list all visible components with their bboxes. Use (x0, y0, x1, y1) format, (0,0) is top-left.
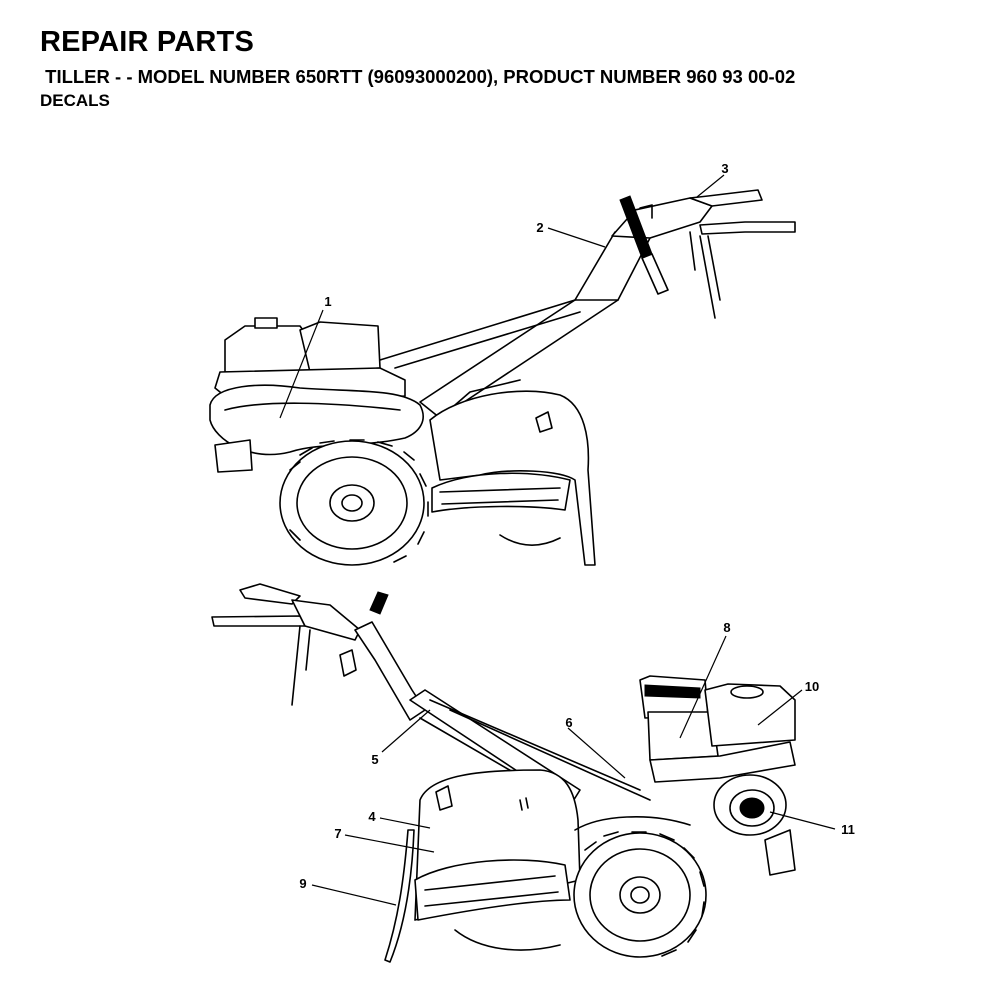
callout-leaders (279, 174, 836, 906)
page-title: REPAIR PARTS (40, 26, 255, 58)
callout-11: 11 (841, 822, 855, 837)
callout-7: 7 (334, 826, 341, 841)
tiller-bottom-view (211, 583, 796, 963)
callout-5: 5 (371, 752, 378, 767)
callout-2: 2 (536, 220, 543, 235)
callout-9: 9 (299, 876, 306, 891)
callout-1: 1 (324, 294, 331, 309)
callout-8: 8 (723, 620, 730, 635)
callout-6: 6 (565, 715, 572, 730)
tiller-top-view (209, 189, 796, 566)
section-label: DECALS (40, 91, 110, 110)
callout-10: 10 (805, 679, 819, 694)
callout-4: 4 (368, 809, 376, 824)
model-subtitle: TILLER - - MODEL NUMBER 650RTT (96093000… (40, 66, 796, 87)
callout-3: 3 (721, 161, 728, 176)
